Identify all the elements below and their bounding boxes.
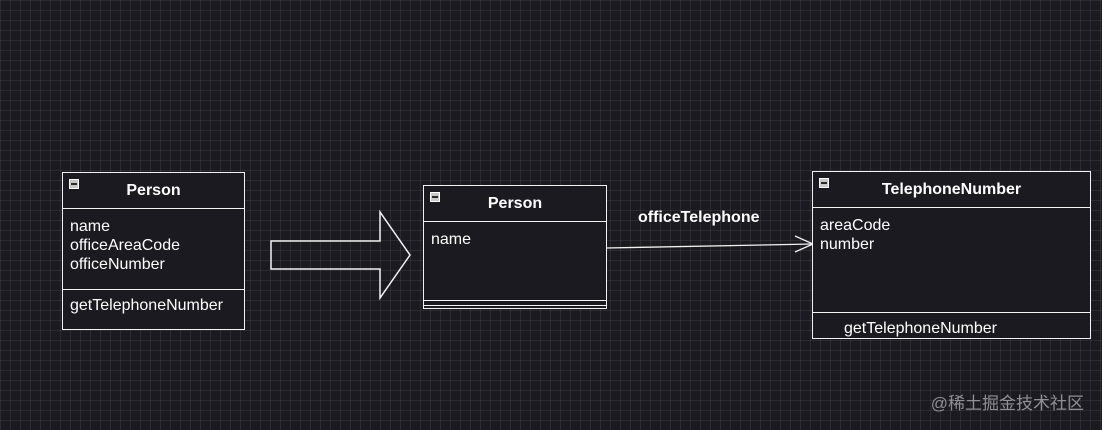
class-attributes: name officeAreaCode officeNumber (63, 209, 244, 289)
attribute-item: name (431, 231, 472, 248)
class-header: Person (424, 186, 606, 222)
method-item: getTelephoneNumber (844, 320, 997, 337)
class-title: Person (487, 194, 543, 212)
class-methods: getTelephoneNumber (63, 289, 244, 328)
watermark: @稀土掘金技术社区 (930, 394, 1084, 413)
person-class-before[interactable]: Person name officeAreaCode officeNumber … (62, 172, 245, 330)
attribute-item: officeAreaCode (70, 237, 180, 254)
class-attributes: areaCode number (813, 208, 1090, 312)
telephone-number-class[interactable]: TelephoneNumber areaCode number getTelep… (812, 171, 1091, 339)
attribute-item: number (820, 236, 875, 253)
class-title: TelephoneNumber (881, 180, 1022, 198)
class-header: TelephoneNumber (813, 172, 1090, 208)
person-class-after[interactable]: Person name (423, 185, 607, 309)
class-methods: getTelephoneNumber (813, 312, 1090, 338)
class-header: Person (63, 173, 244, 209)
collapse-icon[interactable] (430, 192, 440, 202)
attribute-item: name (70, 218, 111, 235)
method-item: getTelephoneNumber (70, 297, 223, 314)
association-label: officeTelephone (638, 209, 760, 226)
refactor-arrow (270, 209, 411, 301)
class-methods-empty (424, 300, 606, 306)
class-attributes: name (424, 222, 606, 300)
association-line (605, 243, 814, 249)
collapse-icon[interactable] (819, 178, 829, 188)
class-title: Person (126, 181, 181, 199)
collapse-icon[interactable] (69, 179, 79, 189)
attribute-item: areaCode (820, 217, 891, 234)
attribute-item: officeNumber (70, 256, 165, 273)
